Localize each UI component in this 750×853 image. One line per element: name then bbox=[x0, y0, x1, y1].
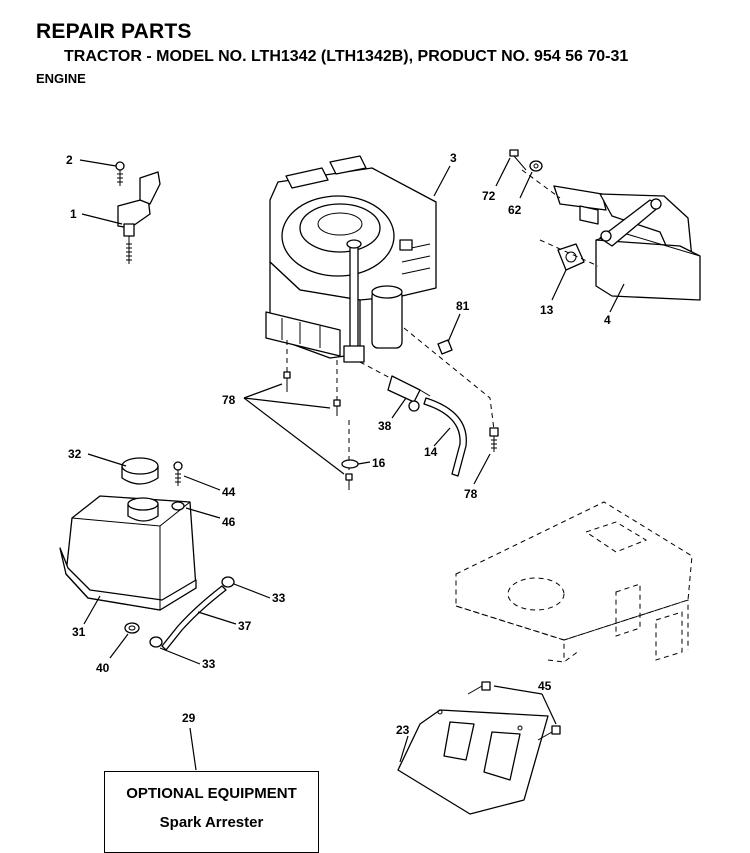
callout-37: 37 bbox=[238, 619, 252, 633]
callout-44: 44 bbox=[222, 485, 236, 499]
optional-equipment-heading: OPTIONAL EQUIPMENT bbox=[126, 785, 297, 802]
throttle-bracket-part bbox=[115, 161, 161, 264]
exhaust-gasket-13 bbox=[557, 243, 585, 271]
callout-40: 40 bbox=[96, 661, 110, 675]
spark-arrester-label: Spark Arrester bbox=[159, 814, 264, 831]
fuel-cap-32 bbox=[121, 457, 159, 485]
washer-16 bbox=[341, 459, 359, 469]
callout-78-right: 78 bbox=[464, 487, 478, 501]
callout-46: 46 bbox=[222, 515, 236, 529]
engine-part bbox=[265, 155, 437, 363]
callout-33-top: 33 bbox=[272, 591, 286, 605]
hose-clamps-33 bbox=[149, 576, 235, 648]
callout-4: 4 bbox=[604, 313, 611, 327]
callout-3: 3 bbox=[450, 151, 457, 165]
callout-33-bottom: 33 bbox=[202, 657, 216, 671]
callout-16: 16 bbox=[372, 456, 386, 470]
heat-shield-23 bbox=[397, 709, 549, 815]
callout-62: 62 bbox=[508, 203, 522, 217]
section-label: ENGINE bbox=[36, 71, 86, 86]
callout-72: 72 bbox=[482, 189, 496, 203]
model-subtitle: TRACTOR - MODEL NO. LTH1342 (LTH1342B), … bbox=[64, 48, 629, 65]
callout-13: 13 bbox=[540, 303, 554, 317]
callout-38: 38 bbox=[378, 419, 392, 433]
callout-81: 81 bbox=[456, 299, 470, 313]
engine-bolts-78 bbox=[283, 340, 353, 490]
callout-78-left: 78 bbox=[222, 393, 236, 407]
hex-nut-81 bbox=[437, 339, 453, 355]
page-title: REPAIR PARTS bbox=[36, 20, 192, 43]
callout-31: 31 bbox=[72, 625, 86, 639]
optional-equipment-box: OPTIONAL EQUIPMENT Spark Arrester bbox=[104, 771, 319, 853]
callout-2: 2 bbox=[66, 153, 73, 167]
callout-23: 23 bbox=[396, 723, 410, 737]
lock-washer-62 bbox=[529, 160, 543, 172]
callout-1: 1 bbox=[70, 207, 77, 221]
callout-45: 45 bbox=[538, 679, 552, 693]
shield-bolts-45 bbox=[467, 681, 561, 741]
muffler-part bbox=[553, 185, 701, 301]
callout-14: 14 bbox=[424, 445, 438, 459]
fuel-valve-38 bbox=[387, 375, 431, 412]
grommet-40 bbox=[124, 622, 140, 634]
fuel-hose-14 bbox=[423, 397, 467, 477]
callout-29: 29 bbox=[182, 711, 196, 725]
tank-screw-44 bbox=[173, 461, 183, 486]
fuel-tank-31 bbox=[59, 495, 197, 611]
tractor-frame bbox=[455, 501, 693, 663]
engine-bolt-78-right bbox=[489, 427, 499, 452]
tank-washer-46 bbox=[171, 501, 185, 511]
callout-32: 32 bbox=[68, 447, 82, 461]
exhaust-bolt-72 bbox=[509, 149, 527, 171]
